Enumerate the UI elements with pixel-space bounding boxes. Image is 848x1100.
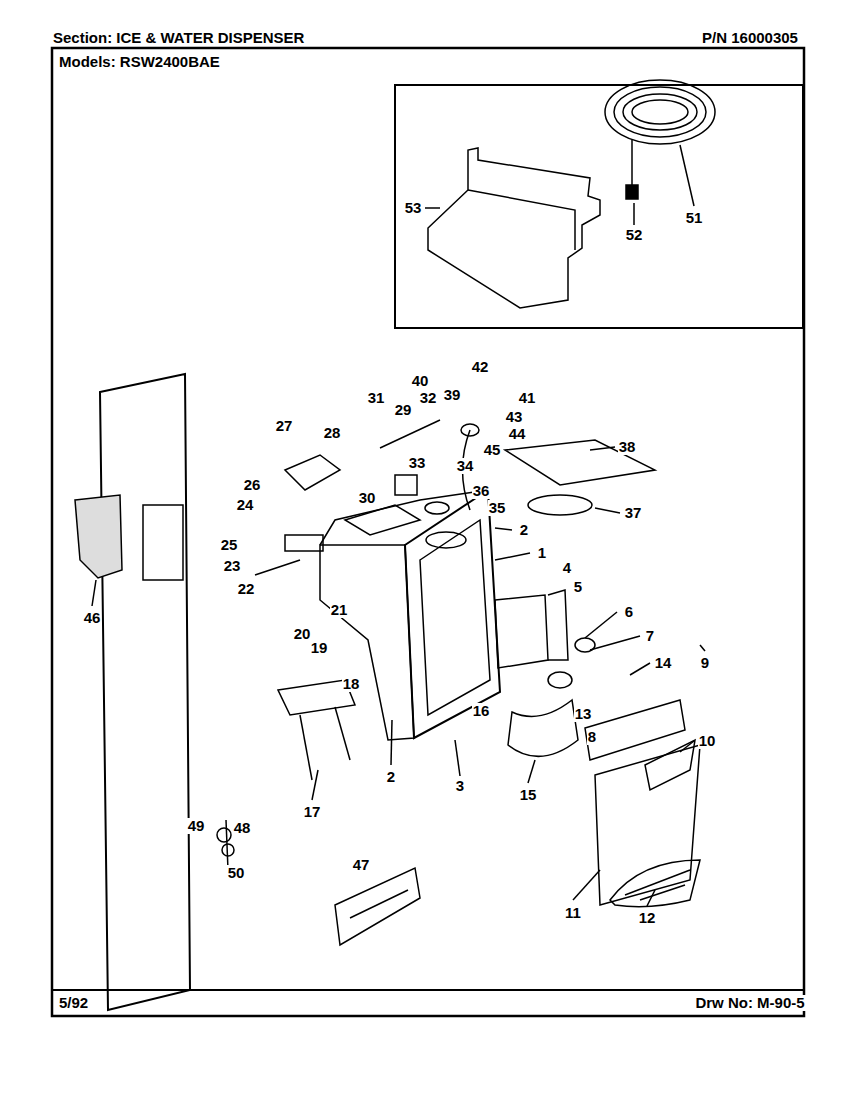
- callout-number: 21: [330, 602, 349, 619]
- callout-number: 26: [243, 477, 262, 494]
- callout-number: 33: [408, 455, 427, 472]
- header-text: 5/92: [58, 995, 89, 1012]
- callout-number: 17: [303, 804, 322, 821]
- callout-number: 22: [237, 581, 256, 598]
- callout-number: 2: [386, 769, 396, 786]
- header-text: Drw No: M-90-5: [694, 995, 805, 1012]
- callout-number: 29: [394, 402, 413, 419]
- callout-number: 24: [236, 497, 255, 514]
- callout-number: 5: [573, 579, 583, 596]
- callout-number: 51: [685, 210, 704, 227]
- callout-number: 48: [233, 820, 252, 837]
- callout-number: 32: [419, 390, 438, 407]
- callout-number: 34: [456, 458, 475, 475]
- section-title: Section: ICE & WATER DISPENSER: [52, 30, 305, 47]
- callout-number: 20: [293, 626, 312, 643]
- callout-number: 37: [624, 505, 643, 522]
- callout-number: 43: [505, 409, 524, 426]
- callout-number: 16: [472, 703, 491, 720]
- callout-number: 8: [587, 729, 597, 746]
- callout-number: 46: [83, 610, 102, 627]
- callout-number: 52: [625, 227, 644, 244]
- callout-number: 47: [352, 857, 371, 874]
- callout-number: 14: [654, 655, 673, 672]
- callout-number: 44: [508, 426, 527, 443]
- callout-number: 4: [562, 560, 572, 577]
- callout-number: 39: [443, 387, 462, 404]
- callout-number: 45: [483, 442, 502, 459]
- callout-number: 50: [227, 865, 246, 882]
- callout-number: 35: [488, 500, 507, 517]
- callout-number: 10: [698, 733, 717, 750]
- callout-number: 2: [519, 522, 529, 539]
- callout-number: 6: [624, 604, 634, 621]
- callout-number: 49: [187, 818, 206, 835]
- callout-number: 36: [472, 483, 491, 500]
- callout-number: 40: [411, 373, 430, 390]
- callout-number: 42: [471, 359, 490, 376]
- callout-number: 13: [574, 706, 593, 723]
- callout-number: 30: [358, 490, 377, 507]
- callout-number: 41: [518, 390, 537, 407]
- callout-number: 11: [564, 905, 582, 922]
- callout-number: 53: [404, 200, 423, 217]
- callout-number: 25: [220, 537, 239, 554]
- callout-number: 18: [342, 676, 361, 693]
- header-text: P/N 16000305: [701, 30, 799, 47]
- callout-number: 31: [367, 390, 386, 407]
- callout-number: 23: [223, 558, 242, 575]
- callout-number: 7: [645, 628, 655, 645]
- callout-number: 19: [310, 640, 329, 657]
- callout-number: 28: [323, 425, 342, 442]
- callout-number: 27: [275, 418, 294, 435]
- callout-number: 9: [700, 655, 710, 672]
- callout-number: 15: [519, 787, 538, 804]
- callout-number: 1: [537, 545, 547, 562]
- callout-number: 12: [638, 910, 657, 927]
- header-text: Models: RSW2400BAE: [58, 54, 221, 71]
- callout-number: 3: [455, 778, 465, 795]
- callout-number: 38: [618, 439, 637, 456]
